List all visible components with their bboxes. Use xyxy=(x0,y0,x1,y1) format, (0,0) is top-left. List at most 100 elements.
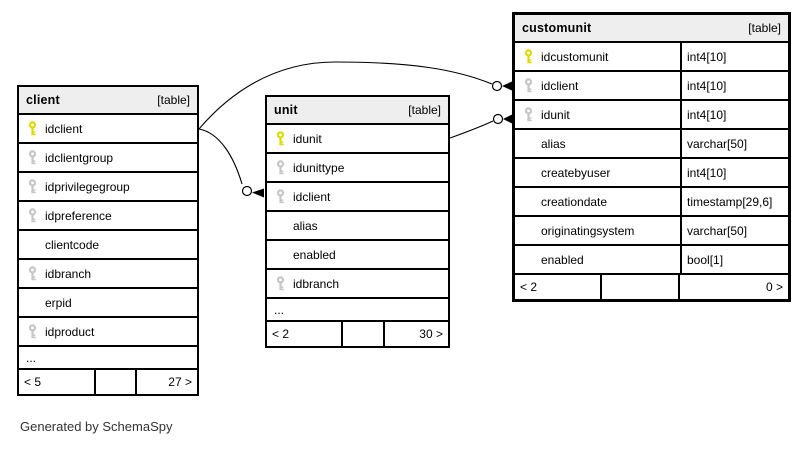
column-row-createbyuser: createbyuser int4[10] xyxy=(515,159,788,188)
column-row-idunit: idunit xyxy=(267,125,448,154)
foreign-key-icon xyxy=(28,208,36,223)
arrowhead-icon xyxy=(252,188,264,198)
primary-key-icon xyxy=(276,131,284,146)
column-type: int4[10] xyxy=(680,159,788,186)
table-header: customunit [table] xyxy=(515,15,788,43)
column-row-erpid: erpid xyxy=(19,289,197,318)
column-name: idproduct xyxy=(45,324,95,339)
key-cell xyxy=(19,202,45,229)
column-name: alias xyxy=(541,136,566,151)
column-name: erpid xyxy=(45,295,72,310)
key-cell xyxy=(267,270,293,297)
footer-right-count: 0 > xyxy=(765,280,783,294)
footer-right-count: 27 > xyxy=(168,375,192,389)
column-name: idpreference xyxy=(45,208,112,223)
column-type: varchar[50] xyxy=(680,217,788,244)
column-row-alias: alias xyxy=(267,212,448,241)
foreign-key-icon xyxy=(28,179,36,194)
footer-right-count: 30 > xyxy=(419,327,443,341)
column-name: idunit xyxy=(293,131,322,146)
footer-middle-cell xyxy=(96,370,137,394)
zero-cardinality-circle xyxy=(491,80,503,92)
table-client[interactable]: client [table] idclient idclientgroup idpriv… xyxy=(17,85,199,396)
key-cell xyxy=(267,125,293,152)
zero-cardinality-circle xyxy=(241,185,253,197)
column-name: idclient xyxy=(541,78,579,93)
column-name: idunittype xyxy=(293,160,345,175)
column-row-alias: alias varchar[50] xyxy=(515,130,788,159)
column-name: idprivilegegroup xyxy=(45,179,130,194)
table-footer: < 2 30 > xyxy=(267,322,448,346)
footer-left-count: < 2 xyxy=(515,275,602,299)
column-type: int4[10] xyxy=(680,43,788,70)
primary-key-icon xyxy=(28,121,36,136)
footer-middle-cell xyxy=(343,322,385,346)
ellipsis-row: ... xyxy=(267,299,448,322)
table-name[interactable]: customunit xyxy=(522,21,592,35)
zero-cardinality-circle xyxy=(492,113,504,125)
key-cell xyxy=(19,144,45,171)
column-type: varchar[50] xyxy=(680,130,788,157)
key-cell xyxy=(19,289,45,316)
column-row-originatingsystem: originatingsystem varchar[50] xyxy=(515,217,788,246)
table-name[interactable]: client xyxy=(26,93,60,107)
column-name: createbyuser xyxy=(541,165,611,180)
column-name: idbranch xyxy=(45,266,92,281)
key-cell xyxy=(19,318,45,345)
column-name: idcustomunit xyxy=(541,49,609,64)
column-row-idproduct: idproduct xyxy=(19,318,197,347)
table-type-tag: [table] xyxy=(748,21,781,35)
column-row-idclient: idclient xyxy=(267,183,448,212)
foreign-key-icon xyxy=(276,160,284,175)
arrowhead-icon xyxy=(503,114,512,124)
footer-middle-cell xyxy=(602,275,680,299)
key-cell xyxy=(19,173,45,200)
key-cell xyxy=(515,188,541,215)
column-name: idunit xyxy=(541,107,570,122)
ellipsis-row: ... xyxy=(19,347,197,370)
column-name: enabled xyxy=(541,252,584,267)
footer-left-count: < 2 xyxy=(267,322,343,346)
foreign-key-icon xyxy=(28,150,36,165)
relationship-line xyxy=(198,61,493,130)
table-footer: < 5 27 > xyxy=(19,370,197,394)
column-row-idunittype: idunittype xyxy=(267,154,448,183)
column-row-idbranch: idbranch xyxy=(267,270,448,299)
table-type-tag: [table] xyxy=(157,93,190,107)
column-row-clientcode: clientcode xyxy=(19,231,197,260)
column-row-idclient: idclient xyxy=(19,115,197,144)
key-cell xyxy=(267,154,293,181)
key-cell xyxy=(515,72,541,99)
footer-left-count: < 5 xyxy=(19,370,96,394)
table-unit[interactable]: unit [table] idunit idunittype idclient alias… xyxy=(265,95,450,348)
key-cell xyxy=(515,101,541,128)
column-row-idbranch: idbranch xyxy=(19,260,197,289)
key-cell xyxy=(267,241,293,268)
column-name: originatingsystem xyxy=(541,223,635,238)
primary-key-icon xyxy=(524,49,532,64)
arrowhead-icon xyxy=(502,81,512,91)
column-name: enabled xyxy=(293,247,336,262)
relationship-client-customunit xyxy=(198,61,512,130)
table-type-tag: [table] xyxy=(408,103,441,117)
key-cell xyxy=(515,130,541,157)
column-name: idbranch xyxy=(293,276,340,291)
key-cell xyxy=(267,183,293,210)
column-name: idclient xyxy=(293,189,331,204)
column-row-idclientgroup: idclientgroup xyxy=(19,144,197,173)
column-name: creationdate xyxy=(541,194,608,209)
generator-caption: Generated by SchemaSpy xyxy=(20,419,173,434)
key-cell xyxy=(515,43,541,70)
key-cell xyxy=(19,260,45,287)
key-cell xyxy=(19,231,45,258)
table-name[interactable]: unit xyxy=(274,103,298,117)
column-row-idcustomunit: idcustomunit int4[10] xyxy=(515,43,788,72)
column-row-idprivilegegroup: idprivilegegroup xyxy=(19,173,197,202)
foreign-key-icon xyxy=(28,324,36,339)
column-name: idclient xyxy=(45,121,83,136)
